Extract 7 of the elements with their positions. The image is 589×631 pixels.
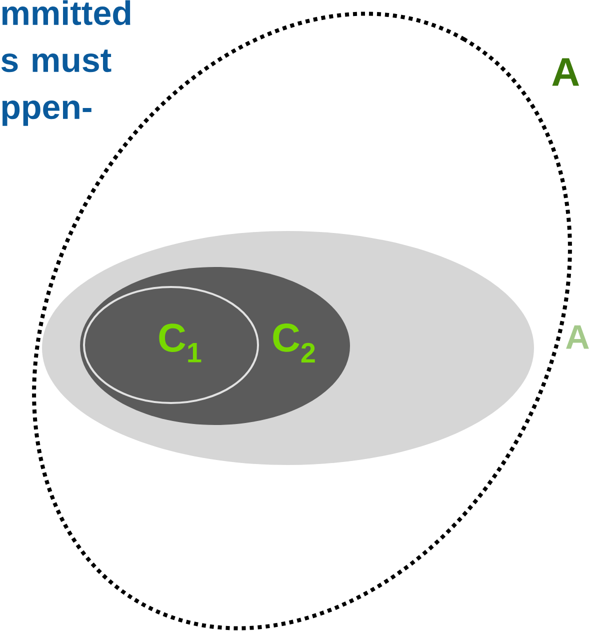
set-label: C$_{2}$: [273, 324, 315, 362]
set-label: A: [566, 325, 589, 349]
set-label: A: [552, 58, 580, 86]
ellipse: [80, 267, 350, 425]
set-label: C$_{1}$: [159, 324, 202, 362]
body-text: mmitted s must ppen-: [1, 0, 130, 126]
ellipse: [83, 286, 259, 404]
